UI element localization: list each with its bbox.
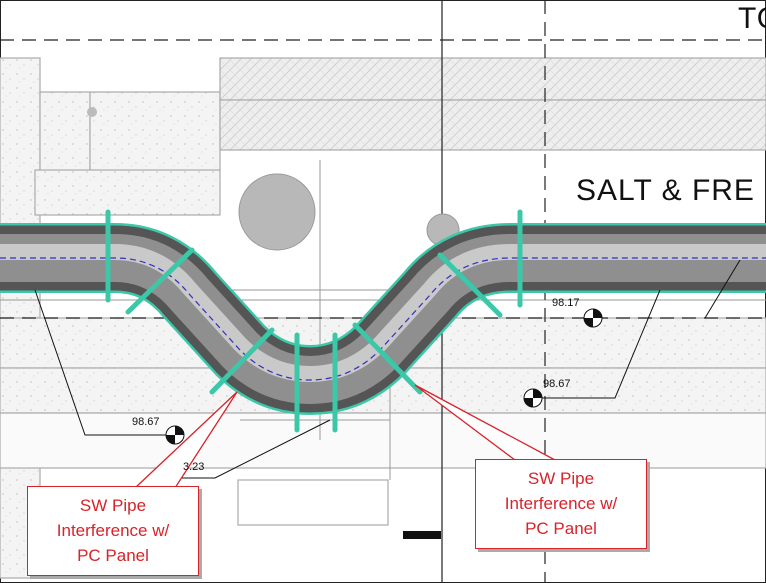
title-fragment: TO <box>738 2 766 35</box>
elevation-label: 98.67 <box>132 416 160 428</box>
elevation-label: 98.17 <box>552 297 580 309</box>
interference-callout-right[interactable]: SW Pipe Interference w/ PC Panel <box>475 459 647 549</box>
elevation-label: 3.23 <box>183 461 205 473</box>
penetration-circle <box>238 173 316 251</box>
elevation-markers <box>165 308 603 445</box>
callout-line: PC Panel <box>525 519 597 538</box>
callout-line: SW Pipe <box>527 469 595 488</box>
callout-line: Interference w/ <box>56 521 170 540</box>
room-label: SALT & FRE <box>576 174 755 207</box>
callout-line: Interference w/ <box>504 494 618 513</box>
interference-callout-left[interactable]: SW Pipe Interference w/ PC Panel <box>27 486 199 576</box>
pipe-couplings <box>105 209 523 433</box>
elevation-label: 98.67 <box>543 378 571 390</box>
callout-line: PC Panel <box>77 546 149 565</box>
callout-line: SW Pipe <box>79 496 147 515</box>
